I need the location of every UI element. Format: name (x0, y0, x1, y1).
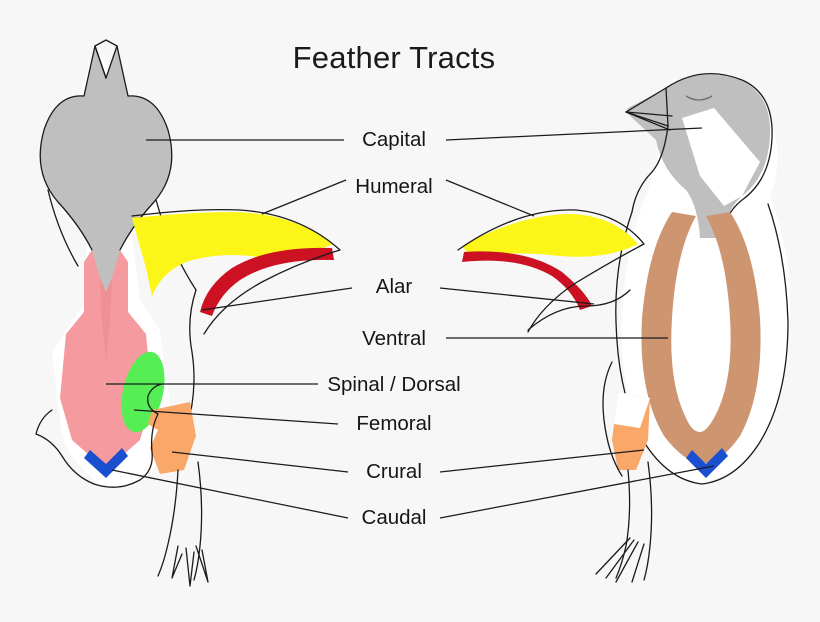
page-title: Feather Tracts (293, 40, 496, 75)
label-humeral: Humeral (355, 175, 432, 198)
toe-left-3 (195, 545, 209, 583)
neck-outline-left (47, 189, 79, 267)
leg-outline-left-a (157, 469, 179, 577)
tract-labels: Capital Humeral Alar Ventral Spinal / Do… (327, 128, 460, 529)
tract-ventral-right (641, 212, 761, 464)
leg-outline-right-a (615, 469, 631, 579)
tract-caudal-left (84, 448, 128, 478)
beak-gape-line (625, 111, 673, 117)
leader-humeral-left (261, 179, 347, 215)
leader-lines (106, 127, 715, 519)
label-crural: Crural (366, 460, 422, 483)
head-crown-notch (94, 45, 107, 79)
eye-icon (685, 95, 713, 101)
tract-capital-left (40, 46, 172, 292)
capital-white-band (682, 108, 760, 206)
throat-outline-right (631, 125, 669, 213)
wing-outline-right (457, 209, 645, 333)
toe-right-2 (605, 539, 635, 579)
leader-caudal-right (439, 465, 715, 519)
label-alar: Alar (376, 275, 413, 298)
beak-icon (625, 87, 669, 127)
spinal-crease-shading (100, 278, 112, 360)
rump-outline-left (35, 409, 95, 485)
toe-right-1 (595, 537, 631, 575)
head-outline-left-side (39, 45, 96, 251)
lateral-view-bird (457, 72, 791, 583)
flank-outline-left (93, 383, 163, 488)
tract-caudal-right (686, 448, 728, 478)
tract-crural-left (148, 402, 196, 474)
wing-outline-left (131, 208, 341, 335)
tract-humeral-left (132, 212, 334, 296)
wing-trailing-edge-left (185, 289, 197, 431)
leader-capital-right (445, 127, 703, 141)
leader-caudal-left (111, 469, 349, 519)
label-femoral: Femoral (356, 412, 431, 435)
toe-left-2 (185, 547, 195, 587)
tract-humeral-right (462, 214, 638, 258)
head-outline-right (665, 72, 773, 243)
leader-humeral-right (445, 179, 535, 217)
toe-left-1 (171, 545, 183, 579)
crural-notch-right (614, 392, 650, 428)
leader-alar-left (201, 287, 353, 311)
leader-crural-left (171, 451, 349, 473)
thigh-outline-right (602, 361, 623, 477)
label-ventral: Ventral (362, 327, 426, 350)
toe-right-4 (631, 543, 645, 583)
wing-trailing-edge-right (527, 289, 631, 331)
leader-femoral-left (133, 409, 339, 425)
leg-outline-left-b (193, 461, 203, 581)
tract-alar-left (200, 247, 334, 316)
lower-mandible (625, 111, 671, 131)
torso-outline-right (615, 203, 789, 485)
leg-outline-right-b (643, 461, 653, 581)
label-spinal-dorsal: Spinal / Dorsal (327, 373, 460, 396)
label-capital: Capital (362, 128, 426, 151)
leader-alar-right (439, 287, 595, 305)
label-caudal: Caudal (362, 506, 427, 529)
leader-crural-right (439, 449, 645, 473)
dorsal-view-bird (35, 39, 341, 587)
tract-alar-right (462, 251, 592, 310)
toe-right-3 (615, 541, 639, 583)
